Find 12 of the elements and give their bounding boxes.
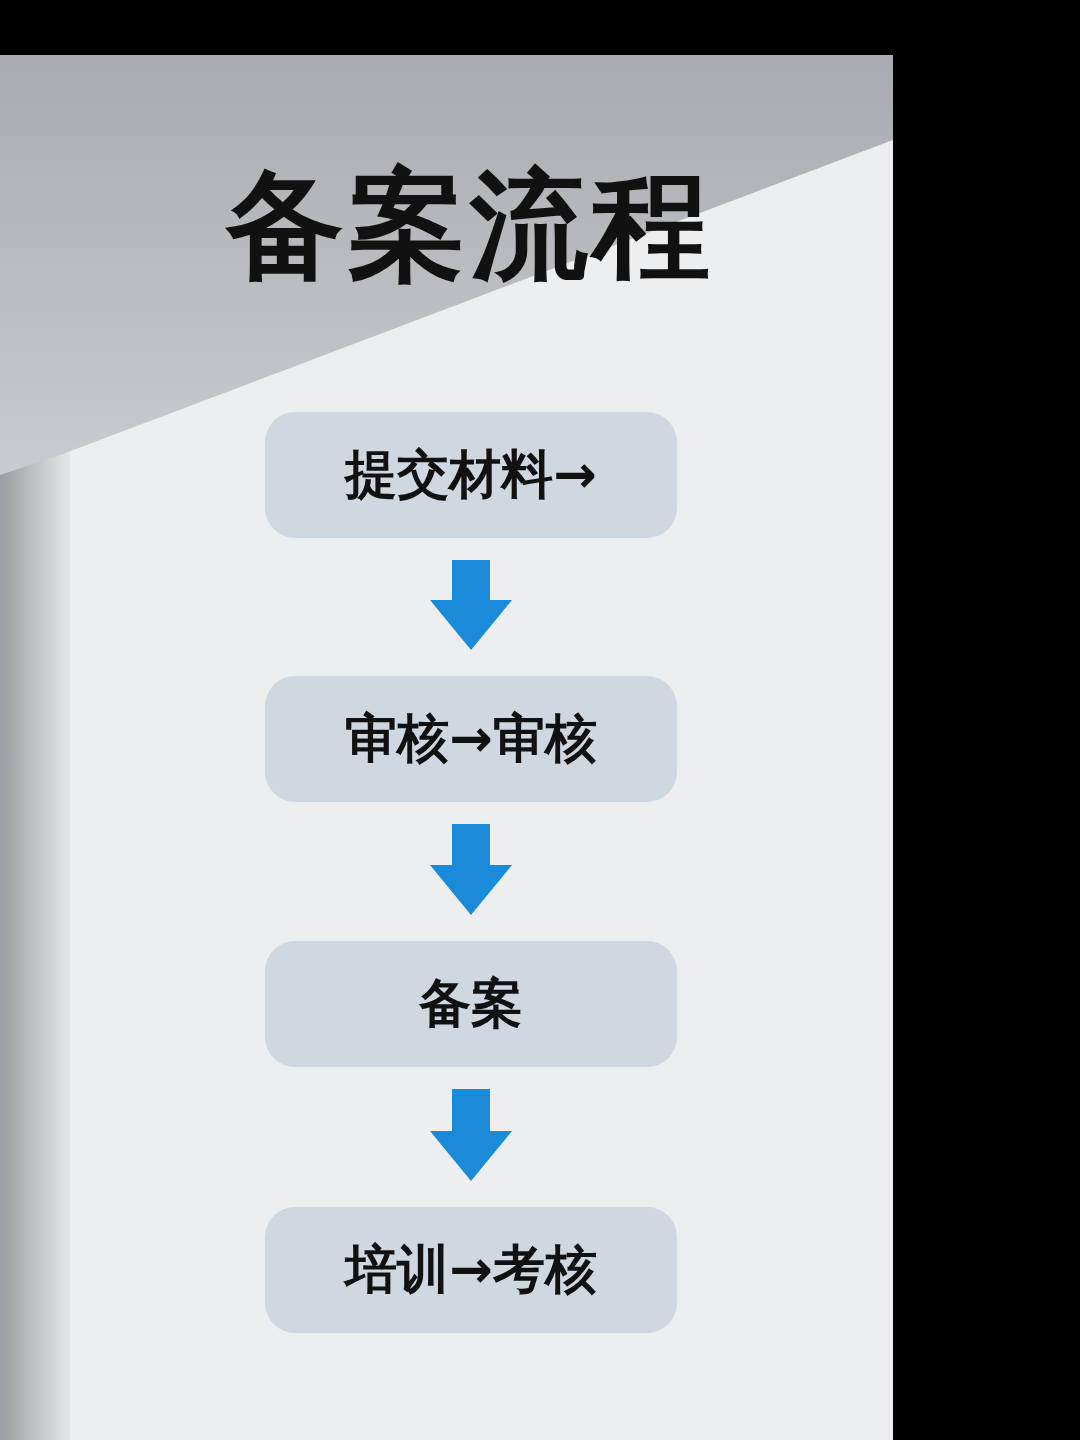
arrow xyxy=(430,560,512,650)
process-box xyxy=(265,1207,677,1333)
step-label: 培训→考核 xyxy=(345,1238,597,1301)
arrow xyxy=(430,1089,512,1181)
step-label: 提交材料→ xyxy=(345,443,597,506)
process-box xyxy=(265,941,677,1067)
step-label: 备案 xyxy=(419,972,523,1035)
arrow xyxy=(430,824,512,915)
title: 备案流程 xyxy=(224,155,715,296)
process-box xyxy=(265,676,677,802)
process-box xyxy=(265,412,677,538)
step-label: 审核→审核 xyxy=(345,707,597,770)
